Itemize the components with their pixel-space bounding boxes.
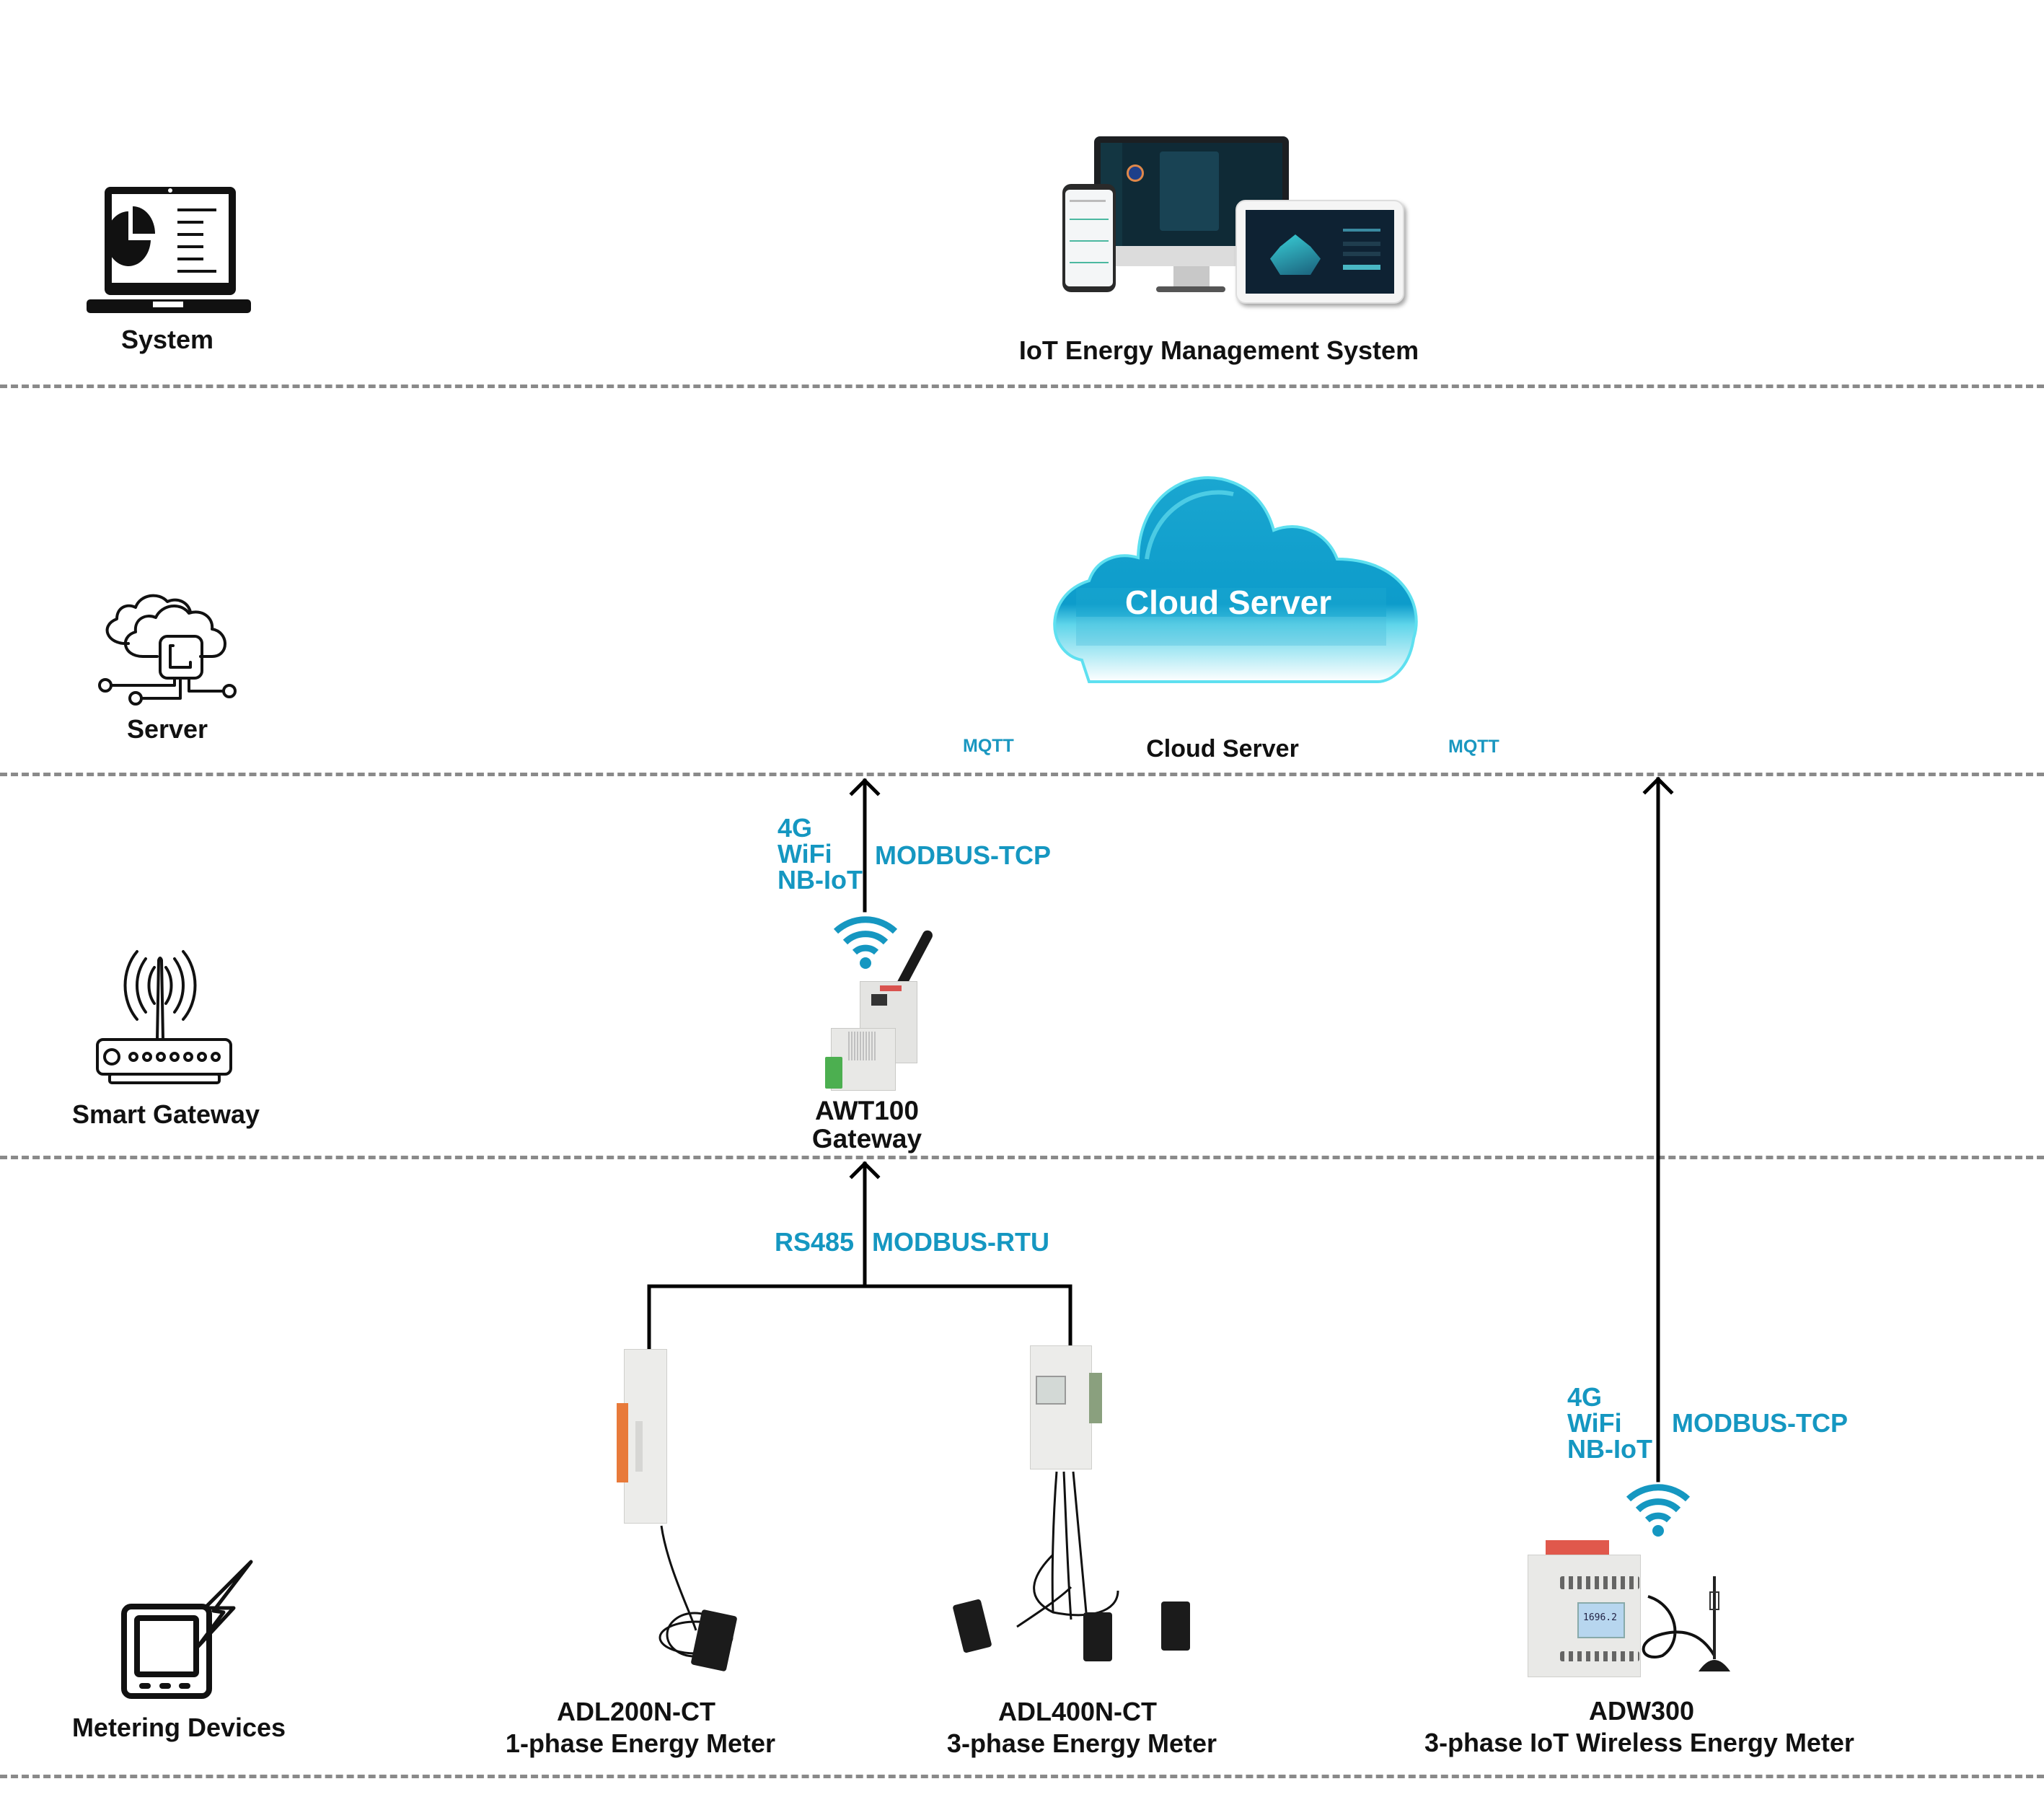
tier-label-gateway: Smart Gateway (71, 1099, 260, 1129)
phone (1062, 184, 1116, 292)
bus-branch-line (647, 1284, 1072, 1358)
cloud-server-text: Cloud Server (1124, 584, 1332, 621)
tier-divider-server-gateway (0, 773, 2044, 776)
adw300-network-nbiot: NB-IoT (1567, 1434, 1652, 1464)
mqtt-label-left: MQTT (963, 736, 1014, 756)
bus-medium: RS485 (775, 1227, 855, 1257)
bus-protocol: MODBUS-RTU (872, 1227, 1049, 1257)
iot-ems-devices-image (1057, 133, 1410, 304)
gateway-network-nbiot: NB-IoT (777, 865, 863, 895)
tier-label-server: Server (126, 714, 208, 744)
router-icon (96, 950, 232, 1084)
wifi-icon (1626, 1484, 1691, 1537)
cloud-server-caption: Cloud Server (1146, 735, 1299, 763)
ct-clamp (1083, 1612, 1112, 1661)
adw300-network-4g: 4G (1567, 1382, 1603, 1412)
meter-lightning-icon (121, 1560, 253, 1699)
tier-label-metering: Metering Devices (71, 1713, 286, 1742)
adw300-network-wifi: WiFi (1567, 1408, 1622, 1438)
gateway-network-4g: 4G (777, 813, 813, 843)
adl400n-ct-meter (945, 1338, 1219, 1684)
adw300-protocol: MODBUS-TCP (1672, 1408, 1848, 1438)
gateway-uplink-arrowhead (849, 778, 881, 796)
tier-divider-bottom (0, 1775, 2044, 1778)
gateway-protocol: MODBUS-TCP (875, 840, 1051, 870)
meter-model-adl400n: ADL400N-CT (997, 1697, 1158, 1726)
meter-model-adw300: ADW300 (1588, 1696, 1695, 1726)
adl200n-ct-meter (609, 1349, 754, 1674)
wifi-icon (833, 916, 898, 969)
cloud-server-graphic (1053, 476, 1418, 683)
meter-desc-adw300: 3-phase IoT Wireless Energy Meter (1424, 1728, 1854, 1757)
tier-label-system: System (120, 325, 214, 354)
awt100-gateway-device (816, 923, 939, 1097)
meter-desc-adl200n: 1-phase Energy Meter (505, 1728, 776, 1758)
bus-trunk-arrowhead (849, 1161, 881, 1179)
cloud-chip-icon (98, 594, 237, 706)
system-title: IoT Energy Management System (1018, 335, 1419, 365)
ct-clamp (1161, 1602, 1190, 1651)
adw300-uplink-arrowhead (1642, 776, 1674, 795)
gateway-model: AWT100 (815, 1096, 919, 1125)
meter-desc-adl400n: 3-phase Energy Meter (946, 1728, 1217, 1758)
gateway-type: Gateway (811, 1124, 922, 1154)
laptop-chart-icon (87, 187, 251, 313)
tablet (1235, 200, 1404, 304)
meter-model-adl200n: ADL200N-CT (556, 1697, 716, 1726)
tier-divider-gateway-metering (0, 1156, 2044, 1159)
lcd-reading: 1696.2 (1583, 1612, 1617, 1623)
mqtt-label-right: MQTT (1448, 737, 1499, 757)
adw300-meter: 1696.2 (1525, 1533, 1771, 1684)
tier-divider-system-server (0, 385, 2044, 388)
gateway-network-wifi: WiFi (777, 839, 832, 869)
